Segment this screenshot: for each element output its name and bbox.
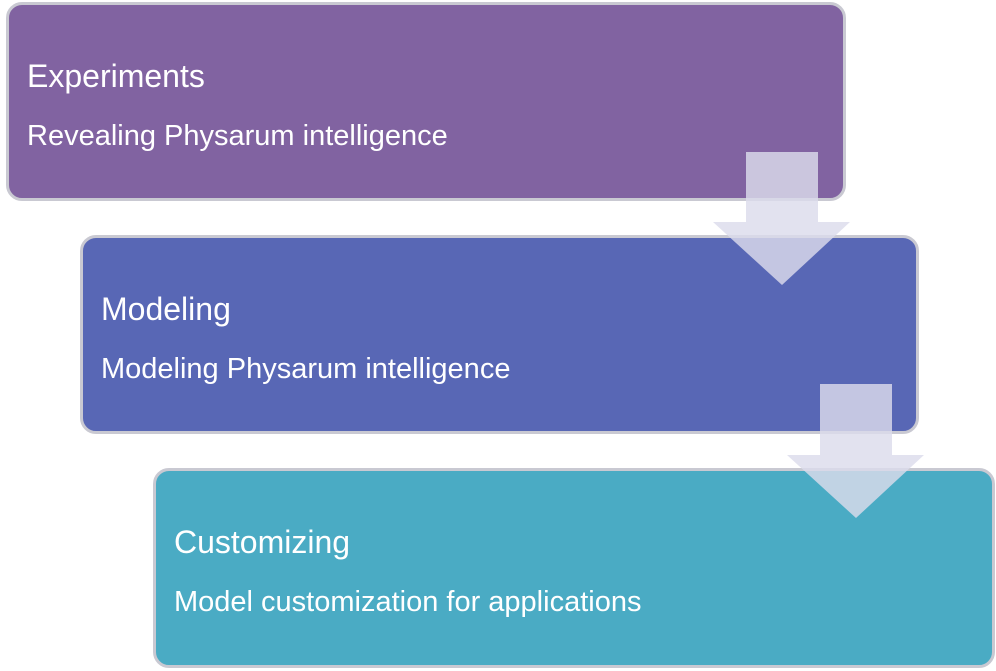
step-subtitle: Modeling Physarum intelligence — [101, 353, 511, 385]
step-subtitle: Model customization for applications — [174, 586, 642, 618]
step-subtitle: Revealing Physarum intelligence — [27, 120, 448, 152]
step-title: Modeling — [101, 291, 231, 327]
down-arrow-icon — [713, 152, 850, 285]
down-arrow-icon — [787, 384, 924, 518]
step-title: Customizing — [174, 524, 351, 560]
step-title: Experiments — [27, 58, 205, 94]
step-box-experiments: Experiments Revealing Physarum intellige… — [6, 2, 846, 201]
